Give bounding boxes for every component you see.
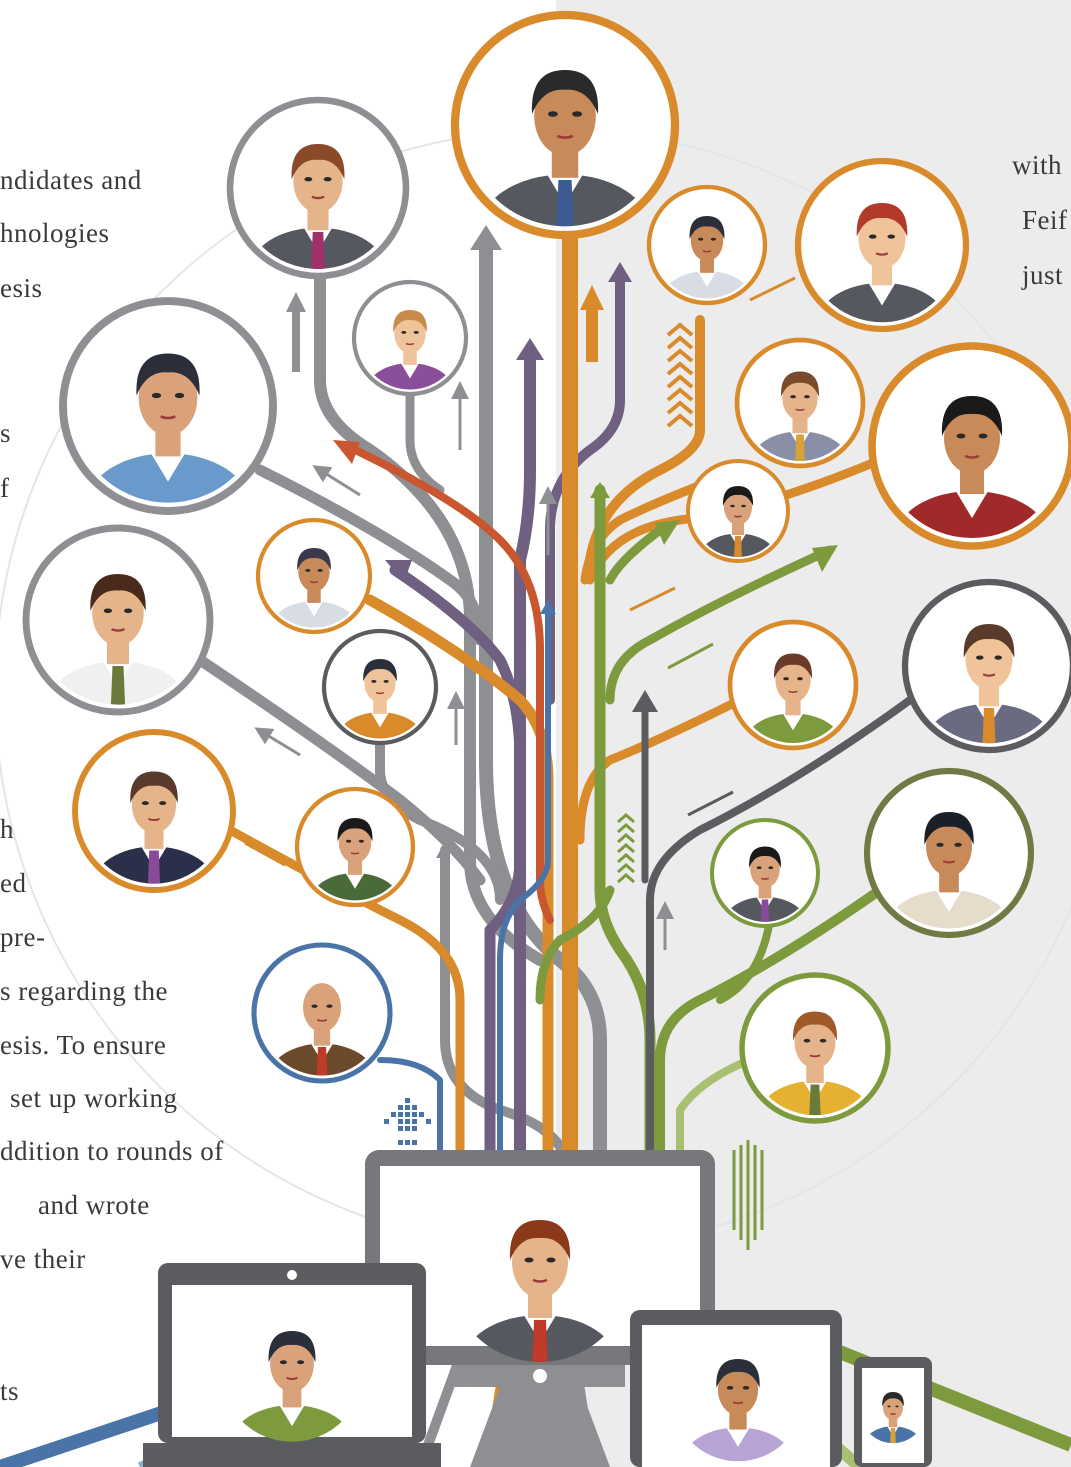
lines-arrow-icon [732,1140,764,1250]
body-text-fragment: h [0,814,14,844]
person-avatar-icon [321,628,439,746]
person-avatar-icon [868,342,1071,550]
thin-arrow-icon [244,841,286,867]
body-text-fragment: Feif [1022,205,1068,235]
body-text-fragment: hnologies [0,218,110,248]
thin-arrow-icon [687,790,734,817]
branch-blue-left [377,1057,443,1163]
person-avatar-icon [462,1220,618,1362]
body-text-fragment: pre- [0,922,46,952]
up-arrow-icon [632,690,658,712]
thin-arrow-icon [312,465,361,497]
up-arrow-icon [516,338,544,360]
branch-green-r4 [716,916,774,1004]
person-avatar-icon [226,96,410,280]
person-avatar-icon [794,157,970,333]
branch-gray-mid2 [375,735,505,905]
body-text-fragment: ve their [0,1244,86,1274]
person-avatar-icon [901,578,1071,754]
person-avatar-icon [734,337,866,469]
chevron-stack-icon [666,322,694,428]
arrow-left-icon [333,440,360,464]
branch-purple-right [545,270,625,705]
person-avatar-icon [727,619,859,751]
person-avatar-icon [686,459,790,563]
person-avatar-icon [251,942,393,1084]
body-text-fragment: s [0,418,12,448]
branch-green-cross [535,885,615,1005]
up-arrow-icon [590,482,610,498]
person-avatar-icon [72,729,236,893]
monitor-device [365,1150,715,1467]
branch-purple [514,344,536,1166]
thin-arrow-icon [667,642,714,670]
body-text-fragment: esis. To ensure [0,1030,167,1060]
body-text-fragment: ed [0,868,27,898]
person-avatar-icon [450,10,680,240]
branch-gray-left [314,274,546,966]
person-avatar-icon [646,184,768,306]
up-arrow-icon [436,845,450,858]
up-arrow-icon [540,600,556,614]
body-text-fragment: just [1022,260,1064,290]
thin-arrow-icon [749,276,796,302]
body-text-fragment: and wrote [38,1190,150,1220]
chevron-stack-icon [617,813,635,884]
body-text-fragment: s regarding the [0,976,168,1006]
person-avatar-icon [22,524,214,716]
branch-redorange [341,441,554,924]
thin-arrow-icon [674,706,721,732]
person-avatar-icon [864,1392,922,1444]
up-arrow-icon [608,262,632,282]
branch-orange-left2 [225,825,465,1165]
person-avatar-icon [59,297,277,515]
arrow-left-icon [385,560,412,582]
body-text-fragment: ts [0,1376,20,1406]
person-avatar-icon [863,767,1035,939]
person-avatar-icon [351,279,469,397]
person-avatar-icon [710,818,820,928]
up-arrow-icon [286,292,306,372]
arrow-right-icon [812,545,838,572]
branch-green-r3 [655,885,885,1165]
up-arrow-icon [580,285,604,362]
person-avatar-icon [231,1331,353,1442]
branch-green-r2 [605,545,835,705]
branch-darkgray-right [646,696,914,1164]
person-avatar-icon [255,517,373,635]
body-text-fragment: set up working [10,1083,178,1113]
person-avatar-icon [681,1359,795,1462]
up-arrow-icon [470,225,502,250]
body-text-fragment: with [1012,150,1063,180]
arrow-right-icon [655,520,680,545]
body-text-fragment: esis [0,273,43,303]
branch-gray-mid [405,390,445,495]
thin-arrow-icon [629,586,676,612]
body-text-fragment: ddition to rounds of [0,1136,224,1166]
branch-orange-right4 [575,695,745,845]
body-text-fragment: f [0,473,10,503]
person-avatar-icon [294,786,416,908]
branch-blue [497,607,551,1163]
branch-gray-left2 [254,464,486,646]
body-text-fragment: ndidates and [0,165,142,195]
person-avatar-icon [739,972,891,1124]
branch-lightgreen [676,1056,754,1164]
branch-green-r1 [605,525,665,585]
thin-arrow-icon [254,727,301,757]
